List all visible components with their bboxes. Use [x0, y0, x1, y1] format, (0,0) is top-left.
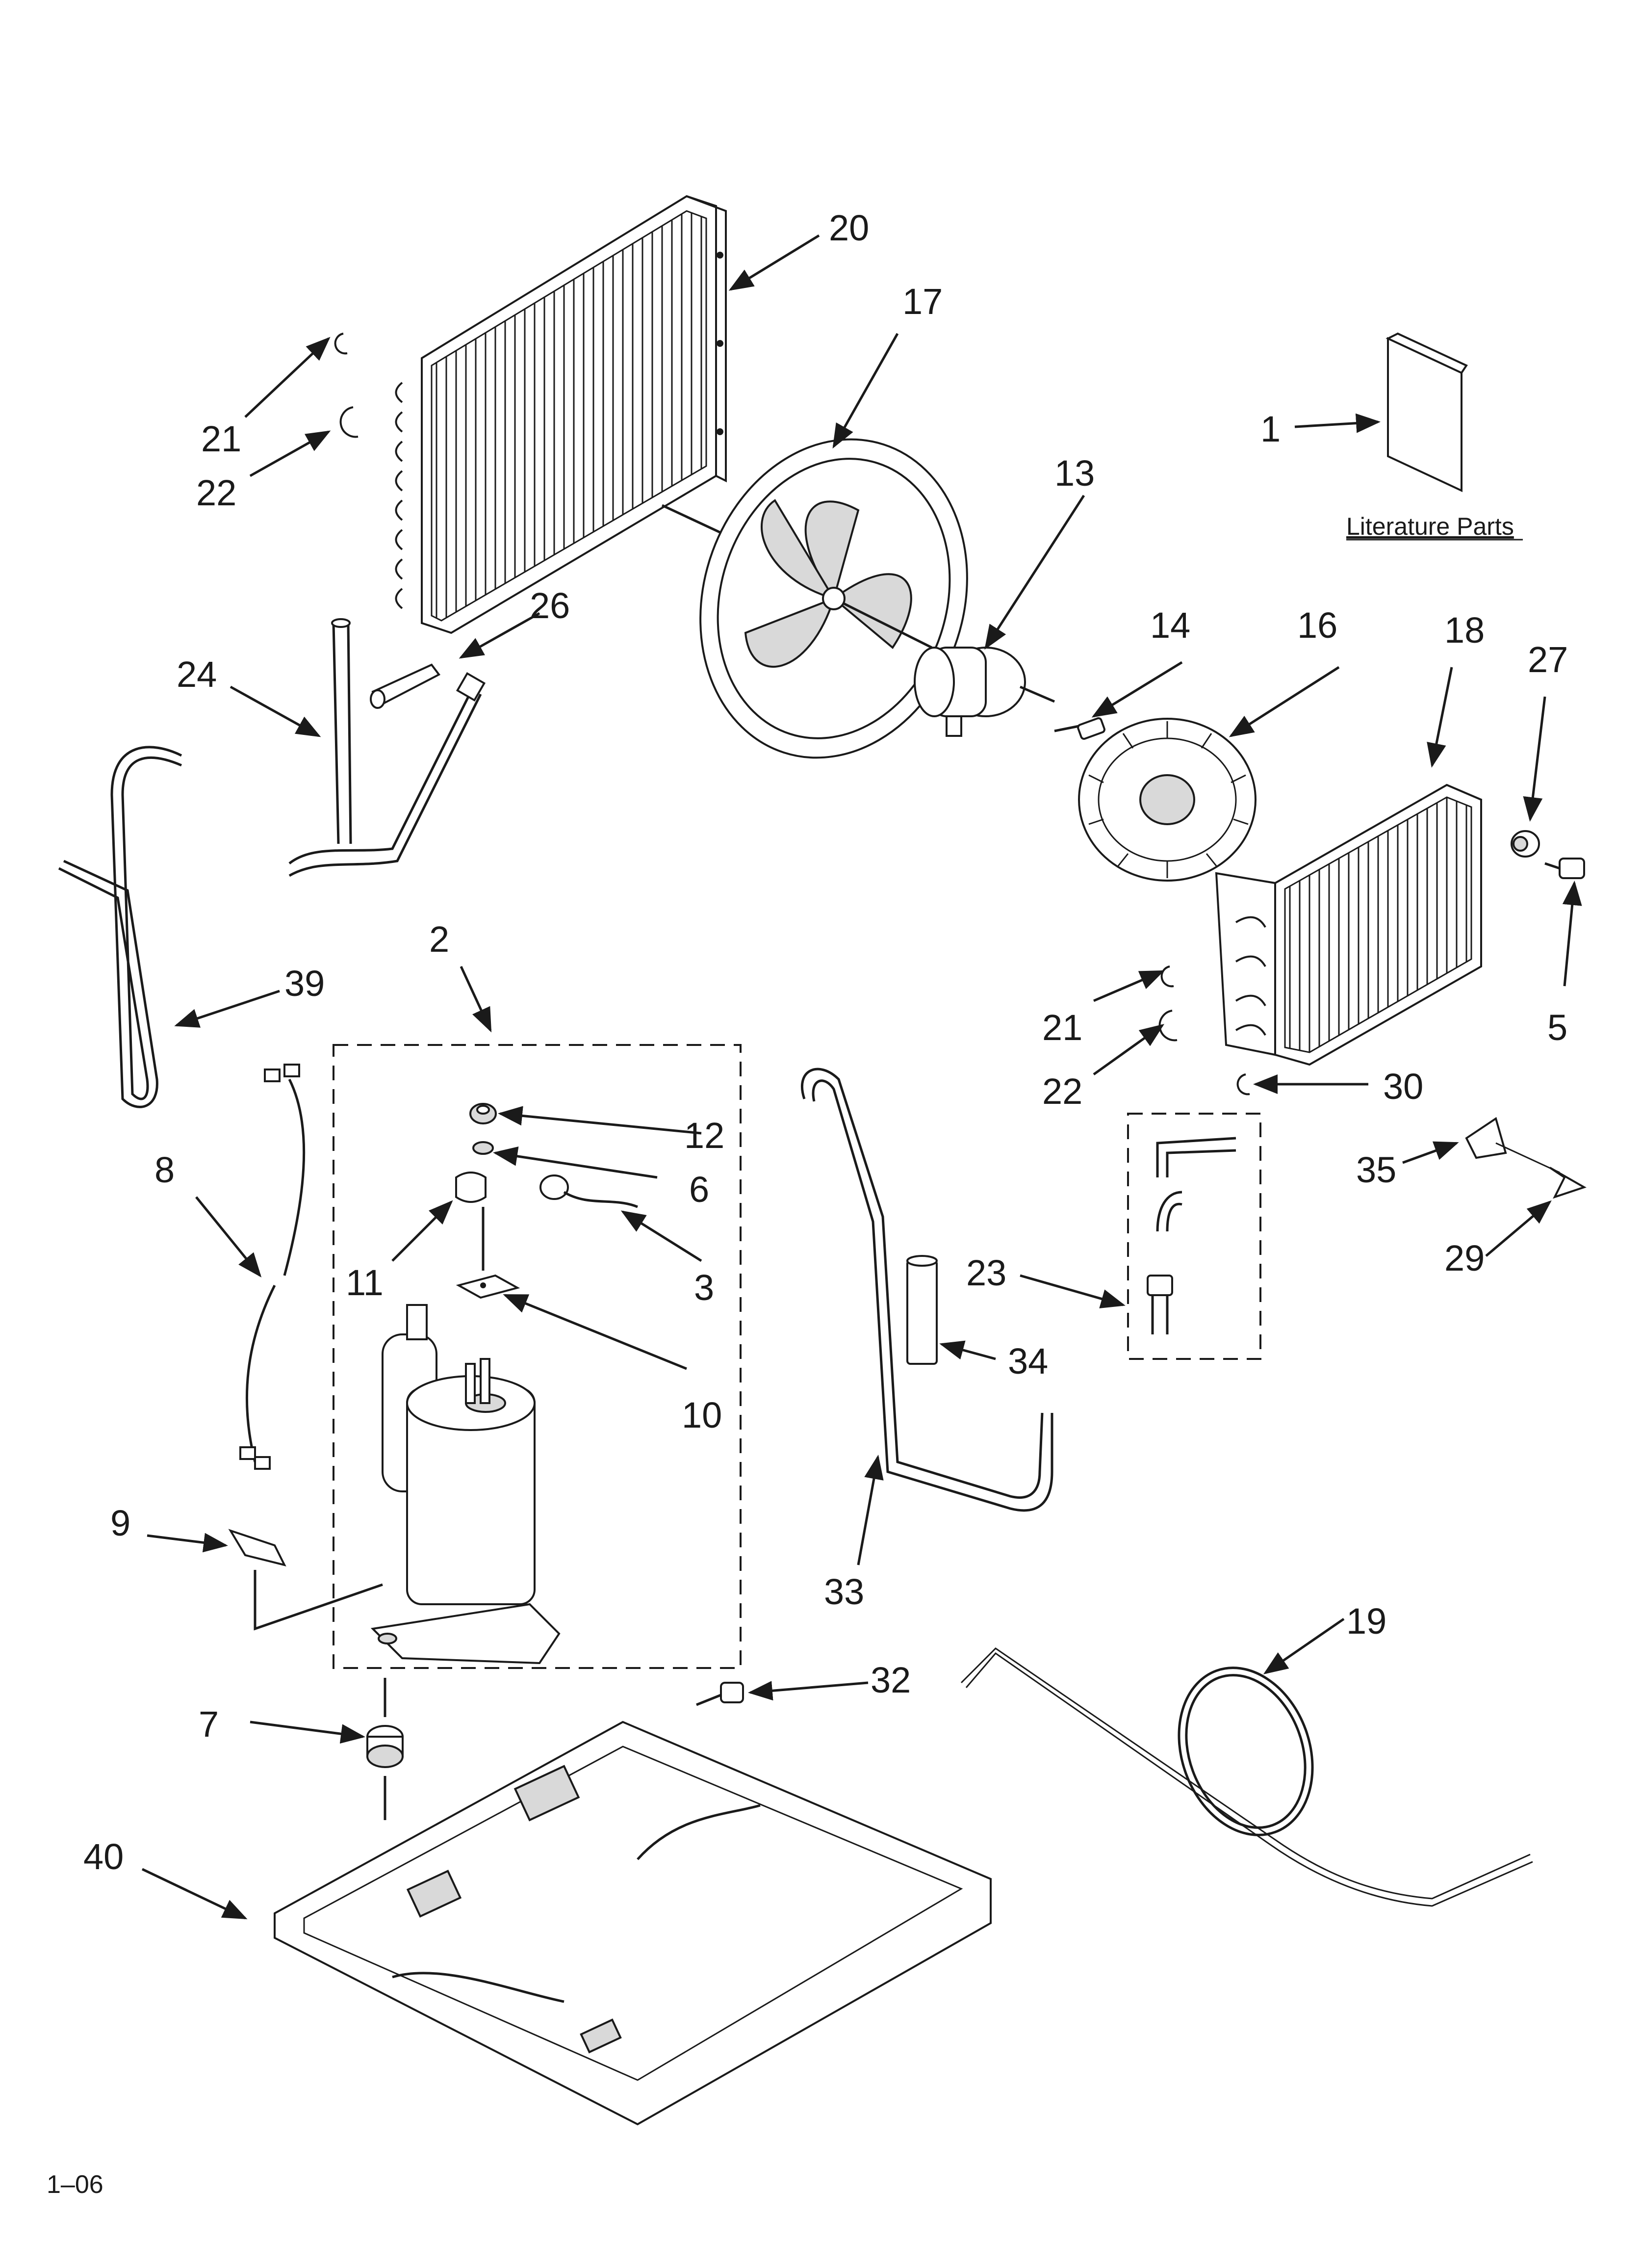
mounting-screw [1544, 858, 1585, 879]
callout-2: 2 [429, 919, 449, 960]
compressor-mounting-grommet [366, 1678, 404, 1820]
condenser-return-bends [395, 382, 403, 609]
tubing-group [1127, 1113, 1261, 1360]
callout-21-lower: 21 [1042, 1007, 1082, 1048]
callout-19: 19 [1346, 1601, 1386, 1642]
compressor-group [333, 1044, 742, 1669]
base-screw [696, 1682, 744, 1706]
callout-24: 24 [177, 654, 217, 695]
clip-21-lower [1160, 965, 1174, 988]
callout-labels: 1 2 3 5 6 7 8 9 10 11 12 13 14 16 17 18 … [83, 208, 1568, 1877]
callout-22-upper: 22 [196, 472, 236, 513]
callout-32: 32 [871, 1660, 911, 1700]
condenser-fan-assembly [661, 438, 968, 759]
evaporator-coil [1215, 783, 1482, 1066]
wire-harness [239, 1064, 306, 1470]
callout-22-lower: 22 [1042, 1071, 1082, 1112]
terminal-bracket [456, 1274, 520, 1299]
clip-30 [1236, 1073, 1250, 1095]
fan-motor [914, 647, 1055, 737]
callout-34: 34 [1008, 1341, 1048, 1382]
fastener [1465, 1117, 1560, 1173]
bent-tube [58, 746, 182, 1108]
condenser-coil [395, 195, 727, 634]
grommet [1511, 830, 1540, 858]
callout-10: 10 [682, 1395, 722, 1435]
terminal-cover [455, 1172, 487, 1271]
callout-23: 23 [966, 1252, 1006, 1293]
callout-13: 13 [1054, 453, 1095, 494]
mounting-bracket [228, 1529, 383, 1631]
callout-33: 33 [824, 1571, 864, 1612]
retainer-clip [1549, 1167, 1587, 1199]
drain-sleeve [370, 663, 441, 709]
tube-insulation [906, 1255, 938, 1365]
clip-21-upper [334, 333, 348, 355]
compressor [370, 1304, 561, 1665]
callout-16: 16 [1297, 605, 1337, 646]
base-pan [274, 1721, 992, 2126]
callout-35: 35 [1356, 1149, 1396, 1190]
callout-18: 18 [1444, 610, 1485, 651]
callout-7: 7 [199, 1704, 219, 1745]
drain-tube-assembly [288, 618, 486, 877]
callout-30: 30 [1383, 1066, 1423, 1107]
capillary-tube [960, 1647, 1533, 1907]
callout-6: 6 [689, 1169, 709, 1210]
callout-11: 11 [346, 1262, 384, 1303]
callout-9: 9 [110, 1503, 130, 1543]
callout-21-upper: 21 [201, 418, 241, 459]
callout-26: 26 [530, 585, 570, 626]
set-screw [1054, 717, 1105, 740]
callout-8: 8 [154, 1149, 175, 1190]
footer-code: 1–06 [47, 2170, 103, 2199]
leader-lines [141, 234, 1582, 1920]
suction-tube [800, 1068, 1053, 1512]
callout-1: 1 [1260, 409, 1281, 449]
callout-27: 27 [1528, 639, 1568, 680]
overload-protector [539, 1174, 638, 1208]
callout-20: 20 [829, 208, 869, 248]
callout-29: 29 [1444, 1238, 1485, 1278]
callout-40: 40 [83, 1836, 124, 1877]
evaporator-return-bends [1235, 916, 1266, 1036]
callout-39: 39 [284, 963, 325, 1004]
callout-5: 5 [1547, 1007, 1567, 1048]
clip-22-upper [339, 406, 359, 438]
literature-parts-caption: Literature Parts [1346, 513, 1514, 540]
callout-17: 17 [902, 281, 943, 322]
terminal-nut [469, 1103, 497, 1124]
blower-wheel [1078, 718, 1257, 882]
literature-booklet [1385, 332, 1468, 493]
callout-12: 12 [684, 1115, 724, 1156]
callout-3: 3 [694, 1267, 714, 1308]
callout-14: 14 [1150, 605, 1190, 646]
washer [472, 1141, 494, 1155]
